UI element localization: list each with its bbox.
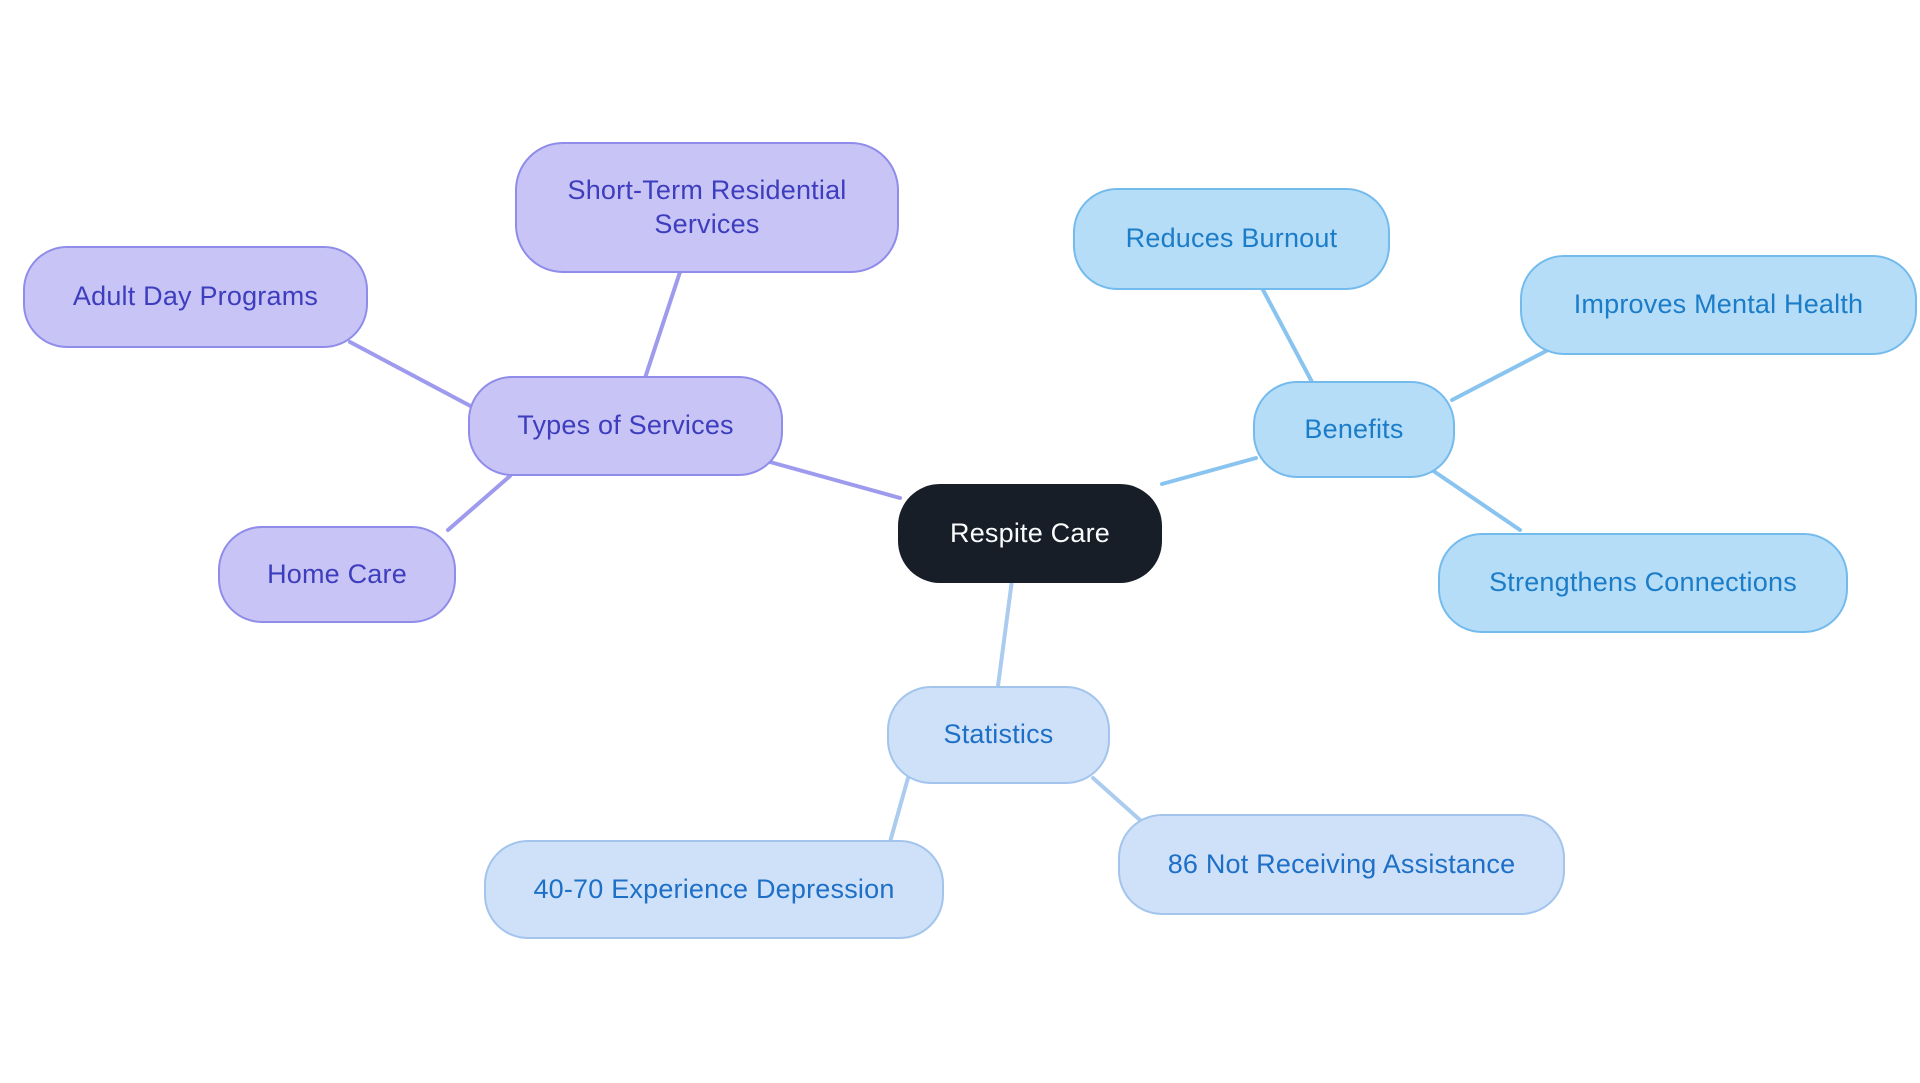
edge-improves-mental-health <box>1450 348 1550 402</box>
edge-statistics-to-root <box>996 578 1014 688</box>
branch-node-benefits[interactable]: Benefits <box>1253 381 1455 478</box>
edge-86-not-receiving <box>1091 776 1142 822</box>
edge-home-care <box>446 474 512 532</box>
child-node-home-care[interactable]: Home Care <box>218 526 456 623</box>
edge-types-to-root <box>768 460 902 500</box>
edge-benefits-to-root <box>1160 456 1258 486</box>
child-node-adult-day-programs[interactable]: Adult Day Programs <box>23 246 368 348</box>
edge-strengthens-connections <box>1430 468 1522 532</box>
child-node-86-not-receiving-assistance[interactable]: 86 Not Receiving Assistance <box>1118 814 1565 915</box>
edge-short-term-residential <box>643 270 682 380</box>
edge-40-70-depression <box>888 776 910 844</box>
child-node-40-70-experience-depression[interactable]: 40-70 Experience Depression <box>484 840 944 939</box>
child-node-improves-mental-health[interactable]: Improves Mental Health <box>1520 255 1917 355</box>
child-node-short-term-residential-services[interactable]: Short-Term Residential Services <box>515 142 899 273</box>
child-node-strengthens-connections[interactable]: Strengthens Connections <box>1438 533 1848 633</box>
branch-node-types-of-services[interactable]: Types of Services <box>468 376 783 476</box>
child-node-reduces-burnout[interactable]: Reduces Burnout <box>1073 188 1390 290</box>
central-node-respite-care[interactable]: Respite Care <box>898 484 1162 583</box>
edge-adult-day-programs <box>348 340 480 412</box>
branch-node-statistics[interactable]: Statistics <box>887 686 1110 784</box>
edge-reduces-burnout <box>1260 286 1314 384</box>
